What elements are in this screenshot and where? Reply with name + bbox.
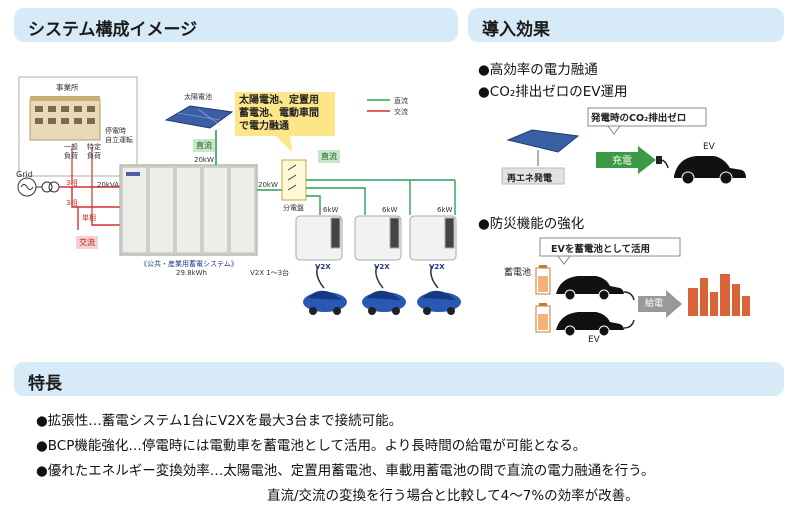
effect-callout-1: 発電時のCO₂排出ゼロ bbox=[591, 113, 687, 124]
specific-load-label: 特定 負荷 bbox=[87, 143, 101, 160]
battery-icon-1 bbox=[535, 265, 551, 295]
v2x-unit-2 bbox=[354, 215, 402, 261]
feature-line-4: 直流/交流の変換を行う場合と比較して4～7%の効率が改善。 bbox=[267, 488, 639, 504]
outage-note-label: 停電時 自立運転 bbox=[105, 127, 133, 144]
feature-line-3: ●優れたエネルギー変換効率…太陽電池、定置用蓄電池、車載用蓄電池の間で直流の電力… bbox=[36, 463, 655, 479]
kw6-label-a: 6kW bbox=[323, 206, 339, 214]
renewable-label: 再エネ発電 bbox=[507, 174, 553, 184]
callout-box: 太陽電池、定置用 蓄電池、電動車間 で電力融通 bbox=[235, 92, 335, 136]
effect-item-3: ●防災機能の強化 bbox=[478, 216, 585, 232]
charge-label: 充電 bbox=[612, 156, 632, 167]
callout1-box bbox=[587, 107, 707, 127]
effect-callout-2: EVを蓄電池として活用 bbox=[551, 244, 651, 255]
system-header: システム構成イメージ bbox=[14, 8, 458, 42]
solar-panel-icon bbox=[164, 105, 234, 129]
phase3-label-a: 3相 bbox=[66, 179, 78, 187]
ev-label-1: EV bbox=[703, 142, 715, 152]
office-box bbox=[18, 76, 138, 177]
solar-panel-icon-2 bbox=[506, 129, 580, 153]
single-phase-label: 単相 bbox=[82, 214, 96, 222]
legend-ac: 交流 bbox=[394, 108, 408, 116]
general-load-label: 一般 負荷 bbox=[64, 143, 78, 160]
effect-co2-illustration bbox=[501, 107, 746, 185]
charge-arrow bbox=[596, 146, 656, 174]
ev-icon-2 bbox=[556, 276, 624, 294]
features-header: 特長 bbox=[14, 362, 784, 396]
legend-dc: 直流 bbox=[394, 97, 408, 105]
grid-label: Grid bbox=[16, 170, 33, 179]
system-diagram-lines bbox=[17, 76, 461, 315]
ev-label-2: EV bbox=[588, 335, 600, 345]
city-icon bbox=[688, 274, 750, 316]
solar-label: 太陽電池 bbox=[184, 93, 212, 101]
storage-kwh-label: 29.8kWh bbox=[176, 269, 207, 277]
effect-item-2: ●CO₂排出ゼロのEV運用 bbox=[478, 84, 628, 100]
effect-disaster-illustration bbox=[535, 237, 750, 337]
v2x-unit-3 bbox=[409, 215, 457, 261]
v2x-label-b: V2X bbox=[374, 263, 390, 271]
kw-mid-label: 20kW bbox=[258, 181, 278, 189]
ev-car-1 bbox=[303, 290, 347, 315]
v2x-unit-1 bbox=[295, 215, 343, 261]
renewable-label-box bbox=[501, 167, 565, 185]
kw6-label-b: 6kW bbox=[382, 206, 398, 214]
phase3-label-b: 3相 bbox=[66, 199, 78, 207]
kva-label: 20kVA bbox=[97, 181, 120, 189]
office-label: 事業所 bbox=[56, 83, 79, 92]
battery-icon-2 bbox=[535, 303, 551, 333]
kw-solar-label: 20kW bbox=[194, 156, 214, 164]
v2x-label-c: V2X bbox=[429, 263, 445, 271]
ev-car-2 bbox=[362, 290, 406, 315]
dc-tag-mid: 直流 bbox=[318, 150, 340, 163]
v2x-label-a: V2X bbox=[315, 263, 331, 271]
feature-line-1: ●拡張性…蓄電システム1台にV2Xを最大3台まで接続可能。 bbox=[36, 413, 403, 429]
effect-item-1: ●高効率の電力融通 bbox=[478, 62, 598, 78]
effects-header: 導入効果 bbox=[468, 8, 784, 42]
supply-label: 給電 bbox=[645, 299, 664, 309]
kw6-label-c: 6kW bbox=[437, 206, 453, 214]
effects-title: 導入効果 bbox=[482, 20, 550, 40]
callout2-box bbox=[539, 237, 681, 257]
feature-line-2: ●BCP機能強化…停電時には電動車を蓄電池として活用。より長時間の給電が可能とな… bbox=[36, 438, 587, 454]
features-title: 特長 bbox=[28, 374, 62, 394]
dc-tag-solar: 直流 bbox=[193, 139, 215, 152]
battery-label: 蓄電池 bbox=[504, 268, 532, 278]
storage-name-label: 《公共・産業用蓄電システム》 bbox=[140, 260, 238, 268]
ev-icon-3 bbox=[556, 312, 624, 330]
v2x-count-label: V2X 1～3台 bbox=[250, 269, 290, 277]
supply-arrow bbox=[638, 290, 682, 318]
ac-tag: 交流 bbox=[76, 236, 98, 249]
distribution-label: 分電盤 bbox=[283, 204, 304, 212]
ev-car-3 bbox=[417, 290, 461, 315]
system-title: システム構成イメージ bbox=[28, 20, 198, 40]
